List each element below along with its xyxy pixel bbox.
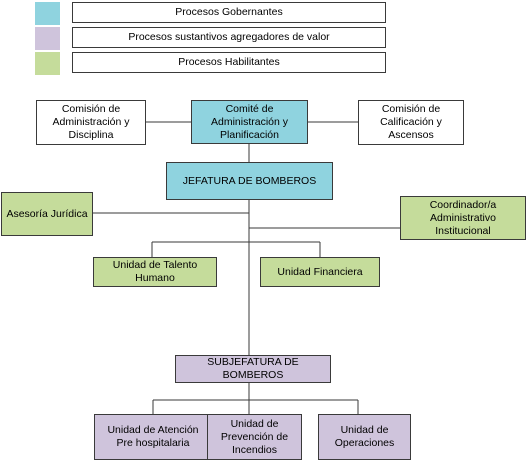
legend-label-gobernantes: Procesos Gobernantes (72, 2, 386, 23)
legend-swatch-sustantivos (35, 27, 60, 50)
node-jefatura: JEFATURA DE BOMBEROS (166, 162, 333, 200)
node-subjefatura: SUBJEFATURA DE BOMBEROS (175, 355, 331, 383)
node-unidad-operaciones: Unidad de Operaciones (318, 414, 411, 460)
node-talento-humano: Unidad de Talento Humano (93, 257, 217, 287)
node-asesoria-juridica: Asesoría Jurídica (1, 192, 93, 236)
node-coordinador-administrativo: Coordinador/a Administrativo Institucion… (400, 196, 526, 240)
node-comite-planificacion: Comité de Administración y Planificación (191, 100, 308, 144)
node-atencion-prehospitalaria: Unidad de Atención Pre hospitalaria (94, 414, 212, 460)
legend-label-habilitantes: Procesos Habilitantes (72, 52, 386, 73)
node-comision-calificacion: Comisión de Calificación y Ascensos (358, 100, 464, 145)
legend-swatch-habilitantes (35, 52, 60, 75)
node-unidad-financiera: Unidad Financiera (260, 257, 380, 287)
legend-label-sustantivos: Procesos sustantivos agregadores de valo… (72, 27, 386, 48)
node-prevencion-incendios: Unidad de Prevención de Incendios (207, 414, 302, 460)
node-comision-administracion: Comisión de Administración y Disciplina (36, 100, 146, 145)
legend-swatch-gobernantes (35, 2, 60, 25)
